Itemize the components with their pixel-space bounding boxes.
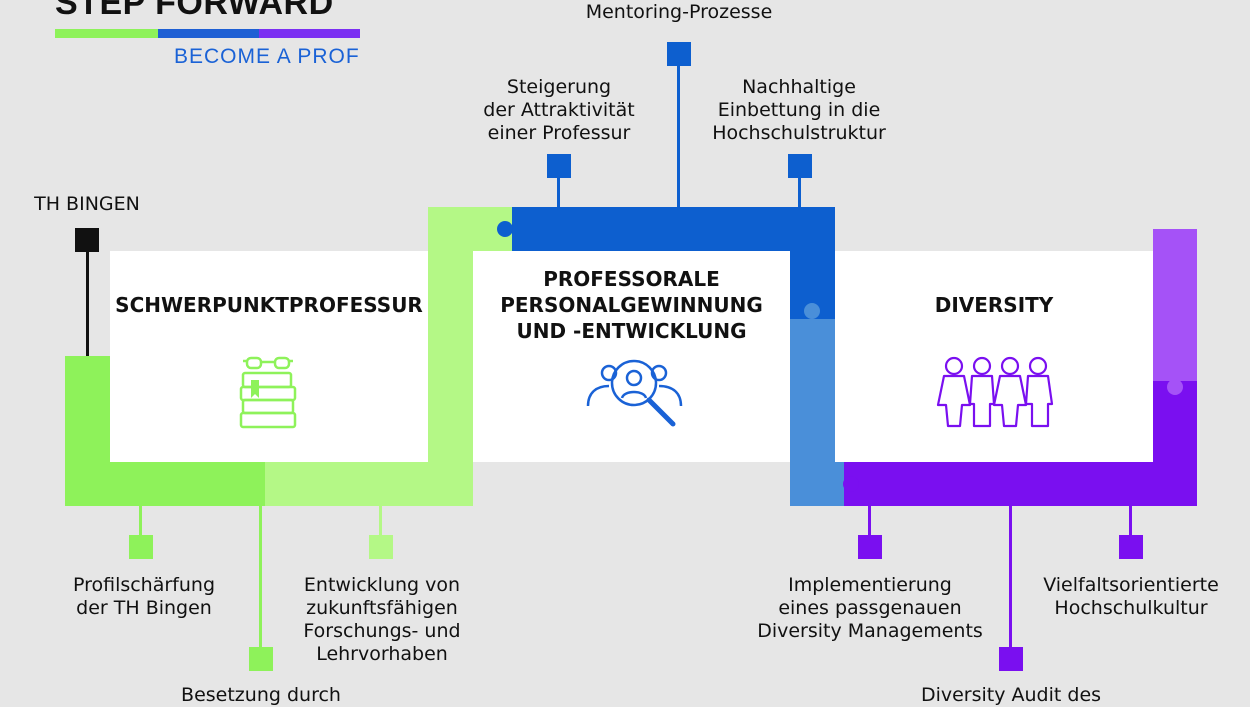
- pin-vielfalt: [1119, 506, 1143, 559]
- card-title-diversity: DIVERSITY: [934, 293, 1054, 317]
- label-mentoring: Mentoring-Prozesse: [585, 1, 773, 23]
- logo-bar-purple: [259, 29, 360, 38]
- pin-implementierung: [858, 506, 882, 559]
- card-diversity: [835, 251, 1153, 462]
- pin-profilschaerfung: [129, 506, 153, 559]
- pin-mentoring: [667, 42, 691, 207]
- card-personal: [473, 251, 790, 462]
- label-vielfalt: Vielfaltsorientierte Hochschulkultur: [1043, 574, 1219, 619]
- pin-entwicklung: [369, 506, 393, 559]
- logo-bar-blue: [158, 29, 259, 38]
- label-audit: Diversity Audit des: [920, 684, 1102, 706]
- pin-audit: [999, 506, 1023, 671]
- label-implementierung: Implementierung eines passgenauen Divers…: [757, 574, 983, 642]
- diverse-people-icon: [936, 356, 1054, 428]
- people-search-icon: [586, 359, 683, 427]
- logo-subtitle: BECOME A PROF: [174, 45, 360, 68]
- label-th-bingen: TH BINGEN: [34, 193, 140, 215]
- card-schwerpunkt: [110, 251, 428, 462]
- logo-title: STEP FORWARD: [55, 0, 334, 22]
- purple-path: [843, 229, 1197, 506]
- label-profilschaerfung: Profilschärfung der TH Bingen: [72, 574, 216, 619]
- card-title-schwerpunkt: SCHWERPUNKTPROFESSUR: [115, 293, 423, 317]
- pin-attraktivitaet: [547, 154, 571, 207]
- pin-th-bingen: [75, 228, 99, 356]
- pin-einbettung: [788, 154, 812, 207]
- label-einbettung: Nachhaltige Einbettung in die Hochschuls…: [712, 76, 886, 144]
- pin-besetzung: [249, 506, 273, 671]
- label-entwicklung: Entwicklung von zukunftsfähigen Forschun…: [303, 574, 461, 665]
- books-glasses-icon: [239, 356, 297, 429]
- card-title-personal: PROFESSORALE PERSONALGEWINNUNG UND -ENTW…: [500, 267, 763, 343]
- blue-path: [497, 207, 844, 506]
- label-besetzung: Besetzung durch: [181, 684, 341, 706]
- green-path: [65, 207, 512, 506]
- logo-bar-green: [55, 29, 158, 38]
- label-attraktivitaet: Steigerung der Attraktivität einer Profe…: [483, 76, 635, 144]
